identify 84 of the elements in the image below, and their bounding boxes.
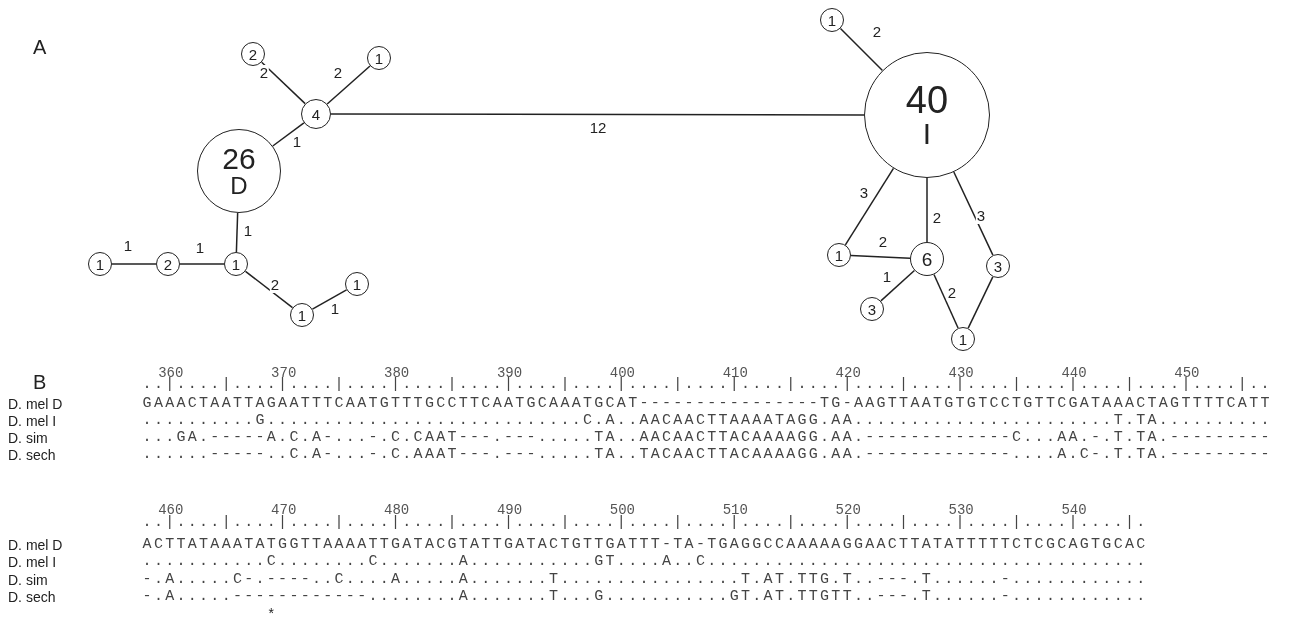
- connector-line: [844, 167, 895, 246]
- haplotype-circle: [910, 242, 944, 276]
- sequence-row: ..........G............................C.A..AACAACTTAAAATAGG.AA.......................T.TA..........: [142, 412, 1272, 430]
- haplotype-circle: [986, 254, 1010, 278]
- connector-line: [326, 65, 371, 105]
- edge-label: 1: [291, 134, 303, 150]
- connector-line: [260, 61, 306, 105]
- haplotype-count: 4: [311, 106, 321, 122]
- connector-line: [111, 263, 157, 265]
- haplotype-count: 1: [827, 12, 837, 28]
- species-name: D. mel D: [8, 395, 63, 413]
- connector-line: [850, 254, 911, 259]
- haplotype-count: 1: [374, 50, 384, 66]
- sequence-row: ......-----..C.A-...-.C.AAAT---.---.....TA..TACAACTTACAAAAGG.AA.-------------....A.C-.T.TA.---------: [142, 446, 1272, 464]
- panel-letter: B: [33, 373, 47, 391]
- haplotype-circle: [301, 99, 331, 129]
- edge-label: 2: [871, 24, 883, 40]
- species-name: D. sim: [8, 429, 48, 447]
- connector-line: [839, 27, 884, 72]
- haplotype-circle: [951, 327, 975, 351]
- haplotype-circle: [860, 297, 884, 321]
- sequence-row: -.A.....------------........A.......T...G...........GT.AT.TTGTT..---.T......-............: [142, 588, 1148, 606]
- haplotype-count: 1: [231, 256, 241, 272]
- haplotype-count: 2: [163, 256, 173, 272]
- haplotype-circle: [820, 8, 844, 32]
- haplotype-count: 26: [222, 144, 256, 174]
- haplotype-circle: [224, 252, 248, 276]
- edge-label: 1: [194, 240, 206, 256]
- edge-label: 12: [588, 120, 608, 136]
- haplotype-count: 1: [297, 307, 307, 323]
- connector-line: [311, 289, 348, 310]
- haplotype-count: 6: [921, 249, 933, 269]
- edge-label: 2: [258, 65, 270, 81]
- species-name: D. mel I: [8, 412, 57, 430]
- haplotype-count: 2: [248, 46, 258, 62]
- haplotype-circle: [88, 252, 112, 276]
- edge-label: 1: [242, 223, 254, 239]
- edge-label: 3: [975, 208, 987, 224]
- haplotype-count: 1: [95, 256, 105, 272]
- edge-label: 2: [931, 210, 943, 226]
- connector-line: [926, 177, 928, 243]
- sequence-row: GAAACTAATTAGAATTTCAATGTTTGCCTTCAATGCAAATGCAT----------------TG-AAGTTAATGTGTCCTGTTCGATAAACTAGTTTTCATT: [142, 395, 1272, 413]
- connector-line: [244, 270, 294, 309]
- haplotype-circle: [367, 46, 391, 70]
- haplotype-circle: [156, 252, 180, 276]
- species-name: D. sech: [8, 588, 56, 606]
- sequence-row: ACTTATAAATATGGTTAAAATTGATACGTATTGATACTGTTGATTT-TA-TGAGGCCAAAAAGGAACTTATATTTTTCTCGCAGTGCAC: [142, 536, 1148, 554]
- haplotype-circle: [241, 42, 265, 66]
- connector-line: [933, 273, 959, 329]
- haplotype-circle: [290, 303, 314, 327]
- connector-line: [953, 171, 994, 256]
- haplotype-count: 3: [993, 258, 1003, 274]
- haplotype-circle: [827, 243, 851, 267]
- sequence-row: -.A.....C-.----..C....A.....A.......T................T.AT.TTG.T..---.T......-............: [142, 571, 1148, 589]
- haplotype-name: D: [230, 174, 248, 198]
- connector-line: [179, 263, 225, 265]
- haplotype-count: 1: [958, 331, 968, 347]
- connector-line: [235, 212, 239, 253]
- haplotype-count: 3: [867, 301, 877, 317]
- haplotype-count: 1: [834, 247, 844, 263]
- connector-line: [272, 122, 305, 147]
- edge-label: 1: [881, 269, 893, 285]
- edge-label: 3: [858, 185, 870, 201]
- haplotype-circle: [345, 272, 369, 296]
- edge-label: 2: [946, 285, 958, 301]
- connector-line: [330, 113, 865, 116]
- sequence-row: ...........C........C.......A...........GT....A..C.......................................: [142, 553, 1148, 571]
- sequence-row: ...GA.-----A.C.A-...-.C.CAAT---.---.....TA..AACAACTTACAAAAGG.AA.-------------C...AA.-.T.TA.---------: [142, 429, 1272, 447]
- species-name: D. mel I: [8, 553, 57, 571]
- connector-line: [880, 269, 916, 302]
- haplotype-name: I: [922, 119, 932, 149]
- edge-label: 2: [877, 234, 889, 250]
- species-name: D. sim: [8, 571, 48, 589]
- edge-label: 1: [329, 301, 341, 317]
- haplotype-count: 1: [352, 276, 362, 292]
- panel-letter: A: [33, 38, 47, 56]
- species-name: D. sech: [8, 446, 56, 464]
- connector-line: [967, 276, 994, 329]
- edge-label: 2: [269, 277, 281, 293]
- asterisk-mark: *: [268, 604, 274, 622]
- species-name: D. mel D: [8, 536, 63, 554]
- edge-label: 1: [122, 238, 134, 254]
- haplotype-count: 40: [905, 81, 949, 119]
- edge-label: 2: [332, 65, 344, 81]
